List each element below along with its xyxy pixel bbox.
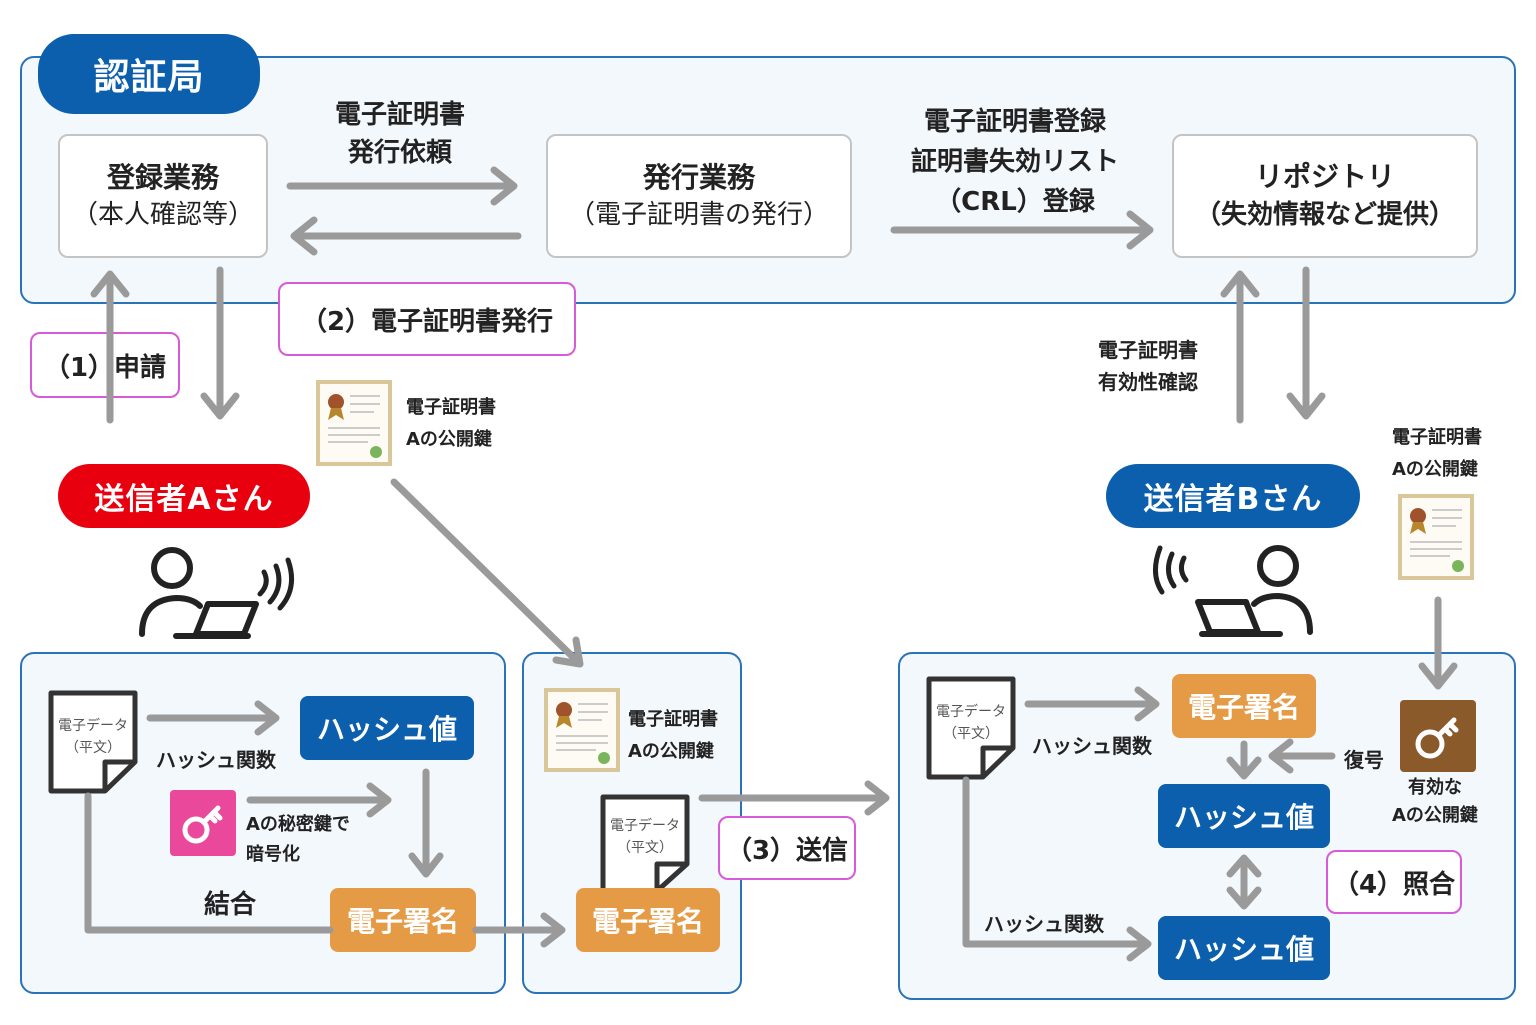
arrow-apply <box>90 270 130 424</box>
certificate-icon-received <box>1398 494 1474 580</box>
sender-b-person-icon <box>1153 545 1313 637</box>
private-key-icon <box>170 790 236 856</box>
arrow-decrypt <box>1268 738 1336 774</box>
arrow-cert-to-key <box>1418 596 1458 690</box>
arrow-issue-down <box>200 266 240 420</box>
certificate-icon-issued <box>316 380 392 466</box>
arrow-issue-request <box>286 166 518 206</box>
cert-label-issued: 電子証明書 Aの公開鍵 <box>406 397 496 450</box>
arrow-cert-to-transmission <box>390 478 584 668</box>
arrow-doc-to-signature-b <box>1024 686 1160 722</box>
arrow-compare <box>1226 854 1262 910</box>
arrow-doc-to-hash-a <box>146 700 280 736</box>
document-icon-sent: 電子データ （平文） <box>600 794 690 894</box>
repository-box: リポジトリ （失効情報など提供） <box>1172 134 1478 258</box>
cert-label-received: 電子証明書 Aの公開鍵 <box>1392 427 1482 480</box>
issuance-box: 発行業務 （電子証明書の発行） <box>546 134 852 258</box>
registration-sub: （本人確認等） <box>71 200 254 230</box>
hash-value-decrypted: ハッシュ値 <box>1158 784 1330 848</box>
signature-sent: 電子署名 <box>576 888 720 952</box>
issue-request-label: 電子証明書 発行依頼 <box>334 100 465 168</box>
arrow-doc-to-hash-b <box>962 776 1152 962</box>
issuance-title: 発行業務 <box>642 161 755 194</box>
public-key-icon <box>1400 700 1476 772</box>
ca-title: 認証局 <box>38 34 260 114</box>
arrow-doc-combine <box>84 792 334 934</box>
issuance-sub: （電子証明書の発行） <box>568 200 829 230</box>
document-icon-a: 電子データ （平文） <box>48 690 138 794</box>
sender-a-label: 送信者Aさん <box>58 464 310 528</box>
arrow-key-to-hash <box>246 782 392 818</box>
signature-b: 電子署名 <box>1172 674 1316 738</box>
arrow-issue-return <box>290 216 522 256</box>
certificate-icon-attached <box>544 688 620 772</box>
validity-check-label: 電子証明書 有効性確認 <box>1098 338 1198 394</box>
arrow-signature-to-hash-b <box>1226 740 1262 780</box>
hash-function-label-b1: ハッシュ関数 <box>1032 734 1152 758</box>
document-icon-b: 電子データ （平文） <box>926 676 1016 780</box>
combine-label: 結合 <box>204 890 257 920</box>
arrow-send <box>698 780 890 816</box>
hash-value-a: ハッシュ値 <box>300 696 474 760</box>
sender-a-person-icon <box>139 547 295 639</box>
arrow-repository-down <box>1286 266 1326 420</box>
repository-title: リポジトリ <box>1254 160 1395 193</box>
arrow-signature-to-transmission <box>472 912 566 948</box>
registration-title: 登録業務 <box>106 161 219 194</box>
repository-sub: （失効情報など提供） <box>1194 200 1455 230</box>
step-apply: （1）申請 <box>30 332 180 398</box>
signature-a: 電子署名 <box>330 888 476 952</box>
cert-label-attached: 電子証明書 Aの公開鍵 <box>628 709 718 762</box>
sender-b-label: 送信者Bさん <box>1106 464 1360 528</box>
valid-public-key-label: 有効な Aの公開鍵 <box>1392 777 1478 826</box>
step-verify: （4）照合 <box>1326 850 1462 914</box>
step-issue: （2）電子証明書発行 <box>278 282 576 356</box>
arrow-validity-check <box>1220 270 1260 424</box>
arrow-crl <box>890 210 1154 250</box>
hash-function-label-b2: ハッシュ関数 <box>984 912 1104 936</box>
registration-box: 登録業務 （本人確認等） <box>58 134 268 258</box>
hash-function-label-a: ハッシュ関数 <box>156 748 276 772</box>
private-key-label: Aの秘密鍵で 暗号化 <box>246 814 350 865</box>
crl-register-label: 電子証明書登録 証明書失効リスト （CRL）登録 <box>910 107 1119 217</box>
decrypt-label: 復号 <box>1344 748 1384 772</box>
step-send: （3）送信 <box>718 816 856 880</box>
arrow-hash-to-signature <box>408 768 444 878</box>
hash-value-computed: ハッシュ値 <box>1158 916 1330 980</box>
